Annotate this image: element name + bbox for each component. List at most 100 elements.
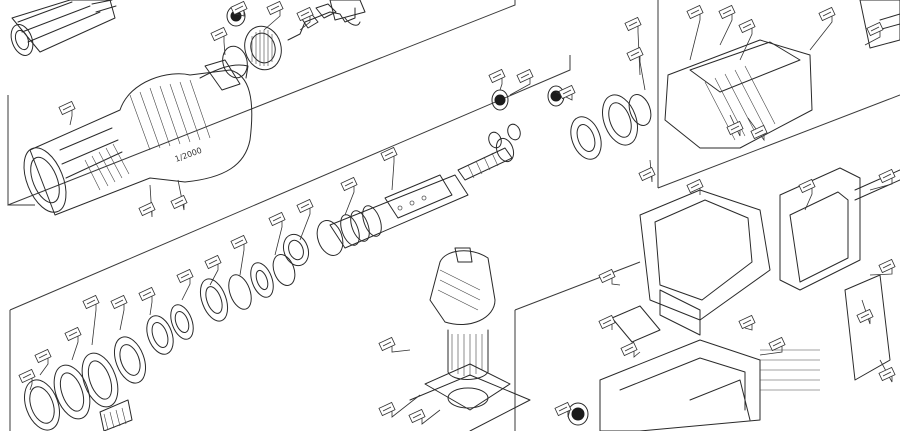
clutch-ring-stack: [24, 254, 296, 431]
callout-leader-line: [119, 303, 125, 331]
callout-mark: [690, 183, 700, 189]
piston-shaft-assembly: [282, 123, 521, 267]
handle-switch-assembly: [567, 339, 820, 431]
callout-leader-line: [421, 409, 441, 425]
callout-leader-line: [739, 27, 753, 61]
callout-mark: [68, 331, 78, 337]
callout-leader-line: [633, 350, 641, 358]
callout-leader-line: [29, 377, 33, 391]
callout-mark: [754, 129, 764, 135]
callout-leader-line: [809, 15, 833, 51]
callout-mark: [730, 125, 740, 131]
gear-housing: 1/2000: [23, 59, 253, 216]
callout-mark: [214, 31, 224, 37]
upper-gearbox-block: [491, 0, 900, 160]
callout-mark: [180, 273, 190, 279]
callout-leader-line: [804, 187, 813, 211]
callout-mark: [234, 5, 244, 11]
callout-leader-line: [499, 77, 503, 91]
callout-leader-line: [299, 15, 311, 31]
callout-mark: [382, 406, 392, 412]
callout-leader-line: [263, 9, 281, 31]
callout-leader-line: [391, 155, 395, 191]
callout-mark: [630, 51, 640, 57]
callout-mark: [492, 73, 502, 79]
callout-mark: [114, 299, 124, 305]
callout-mark: [624, 346, 634, 352]
callout-mark: [300, 203, 310, 209]
callout-leader-line: [567, 409, 571, 418]
callout-leader-line: [869, 267, 893, 276]
callout-mark: [602, 273, 612, 279]
callout-mark: [642, 171, 652, 177]
callout-mark: [38, 353, 48, 359]
callout-mark: [558, 406, 568, 412]
callout-leader-line: [39, 357, 49, 376]
callout-leader-line: [869, 177, 893, 191]
callout-leader-line: [759, 345, 783, 356]
callout-leader-line: [747, 117, 765, 142]
callout-mark: [412, 413, 422, 419]
callout-mark: [62, 105, 72, 111]
callout-mark: [22, 373, 32, 379]
callout-mark: [690, 9, 700, 15]
callout-mark: [174, 199, 184, 205]
callout-mark: [344, 181, 354, 187]
callout-mark: [722, 9, 732, 15]
callout-leader-line: [209, 263, 219, 286]
callout-mark: [822, 11, 832, 17]
callout-leader-line: [689, 13, 701, 61]
callout-mark: [628, 21, 638, 27]
callout-leader-line: [611, 277, 621, 286]
callout-mark: [142, 291, 152, 297]
callout-mark: [802, 183, 812, 189]
callout-mark: [384, 151, 394, 157]
callout-leader-line: [299, 207, 311, 241]
callout-mark: [882, 263, 892, 269]
callout-mark: [208, 259, 218, 265]
callout-leader-line: [509, 77, 531, 96]
callout-mark: [870, 26, 880, 32]
callout-leader-line: [391, 345, 411, 353]
callout-mark: [300, 11, 310, 17]
callout-leader-line: [729, 114, 741, 137]
callout-mark: [860, 313, 870, 319]
callout-leader-line: [879, 359, 893, 383]
callout-mark: [882, 371, 892, 377]
callout-mark: [742, 23, 752, 29]
callout-leader-line: [149, 184, 153, 218]
callout-mark: [382, 341, 392, 347]
callout-leader-line: [861, 299, 871, 325]
callout-mark: [602, 319, 612, 325]
callout-leader-line: [149, 295, 153, 316]
callout-mark: [882, 173, 892, 179]
callout-leader-line: [719, 13, 733, 46]
motor-armature: [409, 247, 531, 431]
callout-mark: [86, 299, 96, 305]
callout-leader-line: [649, 159, 653, 183]
callout-leader-line: [864, 30, 881, 46]
motor-housing: [611, 167, 900, 381]
callout-mark: [270, 5, 280, 11]
callout-leader-line: [344, 185, 355, 216]
callout-leader-line: [235, 9, 245, 17]
callout-leader-line: [239, 243, 245, 276]
callout-leader-line: [181, 277, 191, 301]
callout-leader-line: [91, 303, 97, 346]
callout-leader-line: [639, 55, 646, 91]
callout-mark: [772, 341, 782, 347]
callout-leader-line: [71, 335, 79, 361]
callout-mark: [562, 89, 572, 95]
assembly-frames: [7, 0, 900, 431]
callout-leader-line: [391, 394, 421, 418]
callout-leader-line: [274, 220, 283, 256]
callout-leader-line: [69, 109, 73, 126]
callout-mark: [272, 216, 282, 222]
callout-leader-line: [637, 25, 641, 76]
part-callouts: [18, 0, 896, 425]
callout-mark: [742, 319, 752, 325]
callout-mark: [234, 239, 244, 245]
callout-mark: [142, 206, 152, 212]
callout-leader-line: [177, 179, 185, 211]
